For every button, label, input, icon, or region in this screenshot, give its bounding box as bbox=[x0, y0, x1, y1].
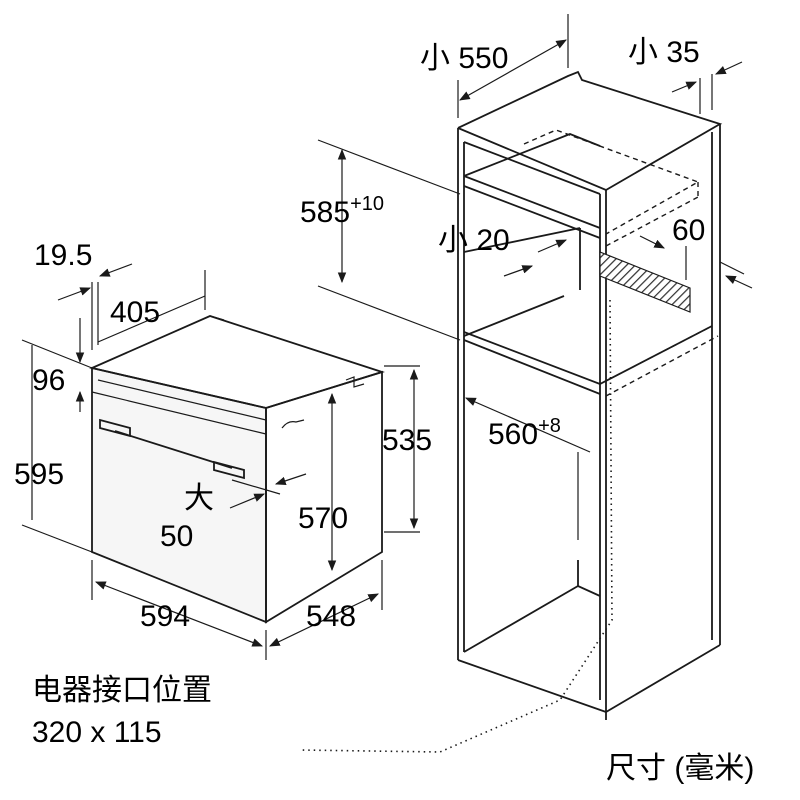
label-96: 96 bbox=[32, 364, 65, 397]
label-19-5: 19.5 bbox=[34, 239, 92, 272]
oven-control-panel-line bbox=[91, 391, 267, 435]
label-548: 548 bbox=[306, 600, 356, 633]
oven-rear-step bbox=[345, 376, 365, 388]
label-535: 535 bbox=[382, 424, 432, 457]
cabinet-lower-shelf bbox=[463, 331, 601, 385]
label-60: 60 bbox=[672, 214, 705, 247]
label-560: 560+8 bbox=[488, 415, 561, 451]
dim-560-line bbox=[465, 397, 591, 453]
cabinet-drawing bbox=[299, 70, 723, 753]
cabinet-dimensions bbox=[317, 14, 753, 540]
label-585: 585+10 bbox=[300, 193, 384, 229]
vent-hatched bbox=[599, 251, 691, 313]
oven-handle-bar bbox=[114, 430, 233, 469]
units-note: 尺寸 (毫米) bbox=[606, 752, 754, 785]
label-560-tolerance: +8 bbox=[538, 415, 561, 437]
cabinet-bottom bbox=[463, 584, 601, 653]
dim-550-line bbox=[459, 39, 567, 101]
oven-side-notch bbox=[281, 419, 305, 429]
label-585-base: 585 bbox=[300, 196, 350, 229]
oven-handle-right bbox=[213, 460, 245, 480]
label-50: 50 bbox=[160, 520, 193, 553]
oven-front-face bbox=[91, 366, 267, 624]
oven-side-face bbox=[265, 370, 383, 624]
vent-dashed-box bbox=[523, 129, 700, 235]
oven-drawing bbox=[89, 315, 385, 624]
label-min-550: 小 550 bbox=[420, 42, 508, 75]
label-594: 594 bbox=[140, 600, 190, 633]
cabinet-upper-shelf bbox=[463, 133, 601, 177]
cabinet-top bbox=[457, 70, 723, 192]
oven-dimensions bbox=[21, 263, 420, 660]
labels: 19.5 405 96 595 大 50 570 535 594 548 小 5… bbox=[14, 36, 754, 785]
label-min-35: 小 35 bbox=[628, 36, 700, 69]
oven-inner-frame-line bbox=[97, 379, 267, 421]
dim-594-line bbox=[94, 581, 264, 647]
label-560-base: 560 bbox=[488, 418, 538, 451]
dim-405-line bbox=[97, 295, 206, 343]
dim-19-5-arrow bbox=[57, 287, 92, 301]
label-570: 570 bbox=[298, 502, 348, 535]
label-595: 595 bbox=[14, 458, 64, 491]
niche-dashed-box bbox=[599, 325, 713, 385]
cabinet-plinth bbox=[457, 644, 721, 713]
label-min-20: 小 20 bbox=[438, 224, 510, 257]
connection-size: 320 x 115 bbox=[32, 716, 162, 749]
oven-top-back-edge bbox=[209, 315, 225, 321]
label-405: 405 bbox=[110, 296, 160, 329]
label-max: 大 bbox=[184, 482, 214, 515]
label-585-tolerance: +10 bbox=[350, 193, 384, 215]
connection-title: 电器接口位置 bbox=[32, 674, 212, 707]
dim-548-line bbox=[269, 593, 379, 647]
